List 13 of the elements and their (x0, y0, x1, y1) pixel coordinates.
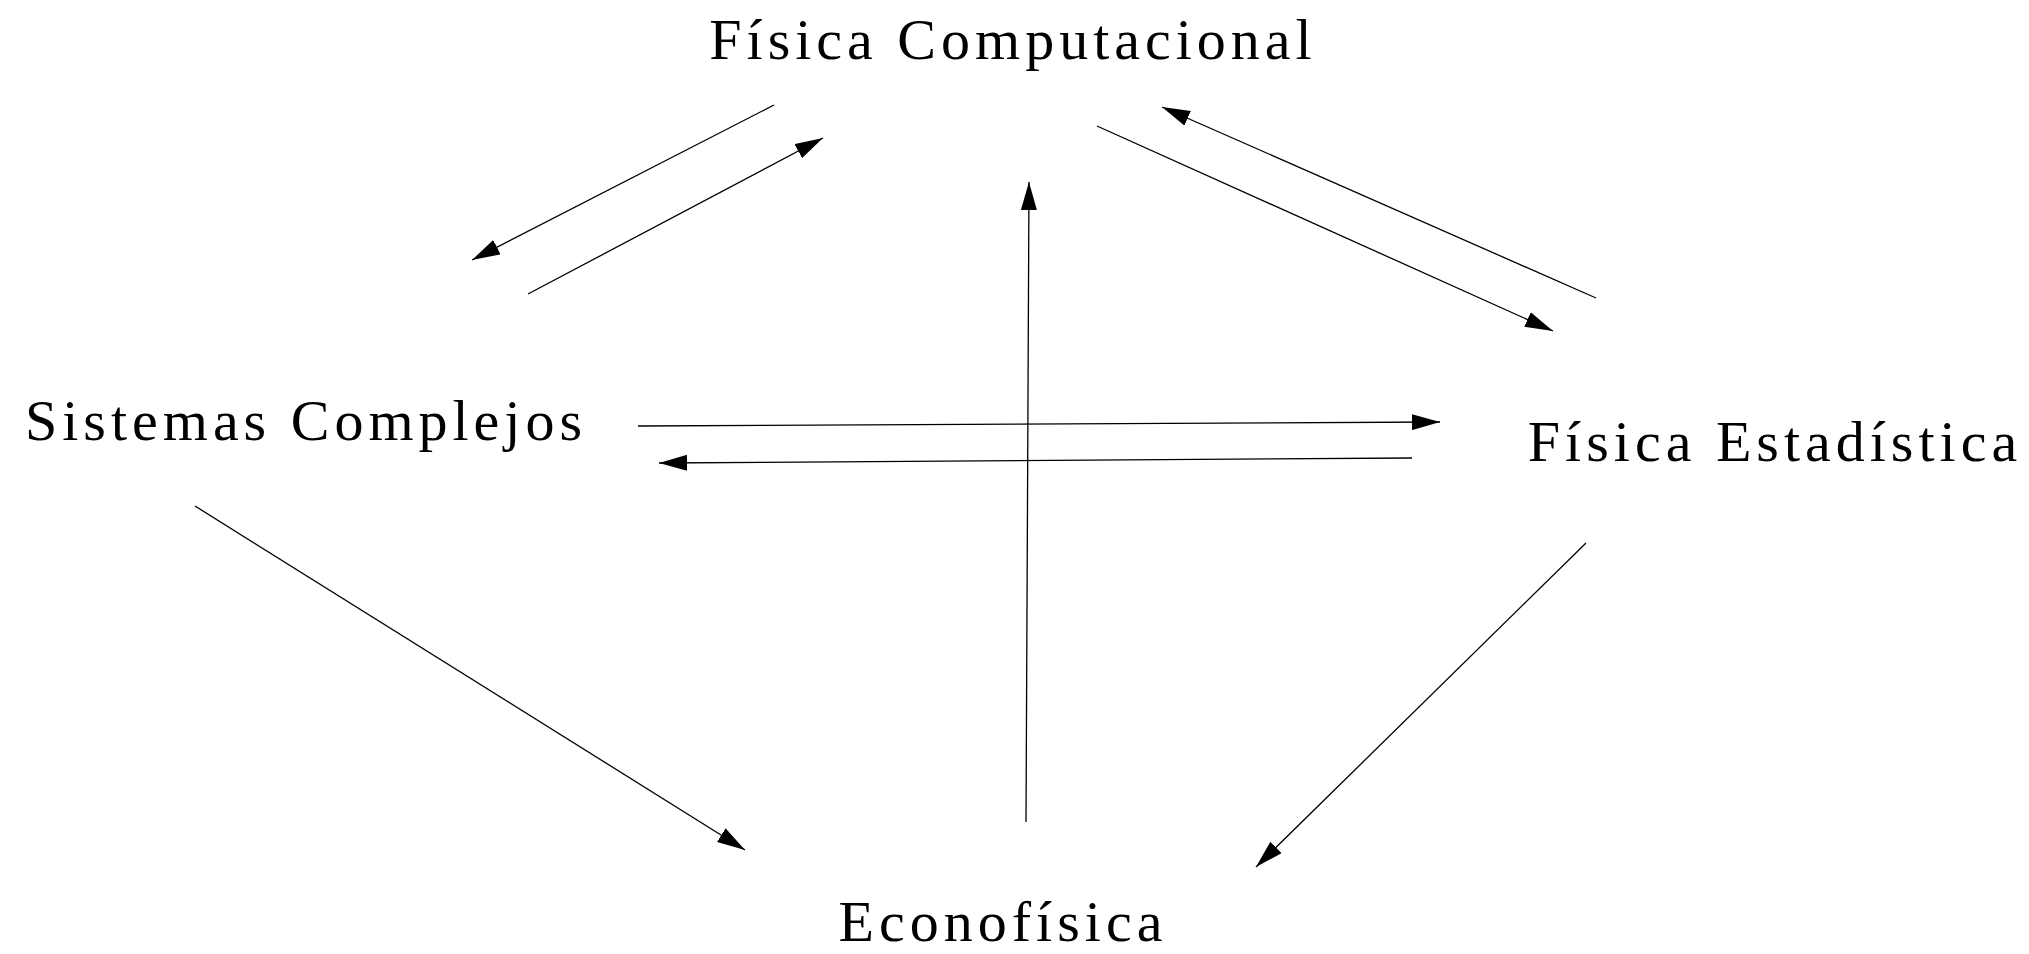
node-label: Física Estadística (1527, 413, 2023, 471)
node-label: Sistemas Complejos (24, 392, 588, 450)
arrow (471, 104, 775, 261)
arrow (1255, 542, 1587, 868)
arrow (1020, 181, 1037, 823)
arrow (637, 414, 1441, 431)
arrow (1096, 125, 1554, 332)
arrow (194, 505, 746, 851)
node-label: Econofísica (838, 893, 1168, 951)
arrow (527, 137, 824, 295)
arrow (1161, 106, 1597, 299)
arrow (658, 454, 1413, 471)
node-label: Física Computacional (709, 11, 1317, 69)
